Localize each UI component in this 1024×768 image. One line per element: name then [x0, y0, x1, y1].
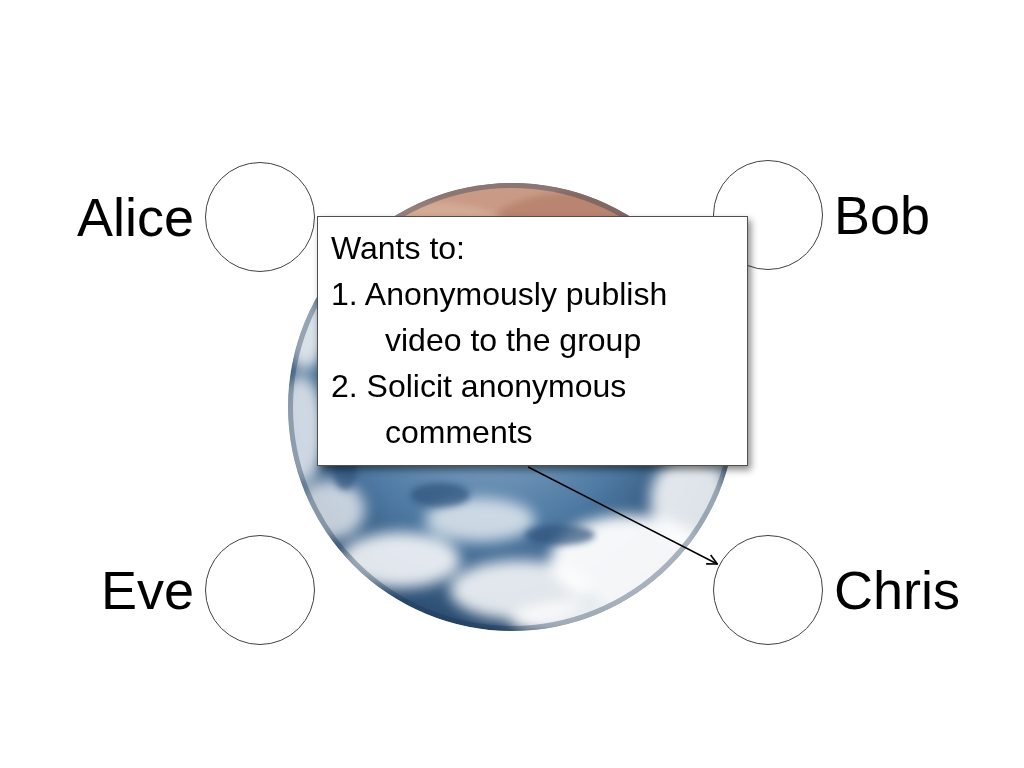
person-circle: Chris	[713, 535, 823, 645]
person-circle: Alice	[205, 162, 315, 272]
list-item: 2. Solicit anonymous comments	[331, 363, 735, 455]
callout-heading: Wants to:	[331, 225, 735, 271]
person-name: Chris	[834, 563, 960, 617]
person-name: Eve	[101, 563, 194, 617]
person-name: Alice	[77, 190, 194, 244]
arrow-connector	[528, 467, 717, 564]
list-item: 1. Anonymously publish video to the grou…	[331, 271, 735, 363]
person-name: Bob	[834, 188, 930, 242]
callout-box: Wants to:1. Anonymously publish video to…	[317, 216, 748, 466]
person-circle: Eve	[205, 535, 315, 645]
